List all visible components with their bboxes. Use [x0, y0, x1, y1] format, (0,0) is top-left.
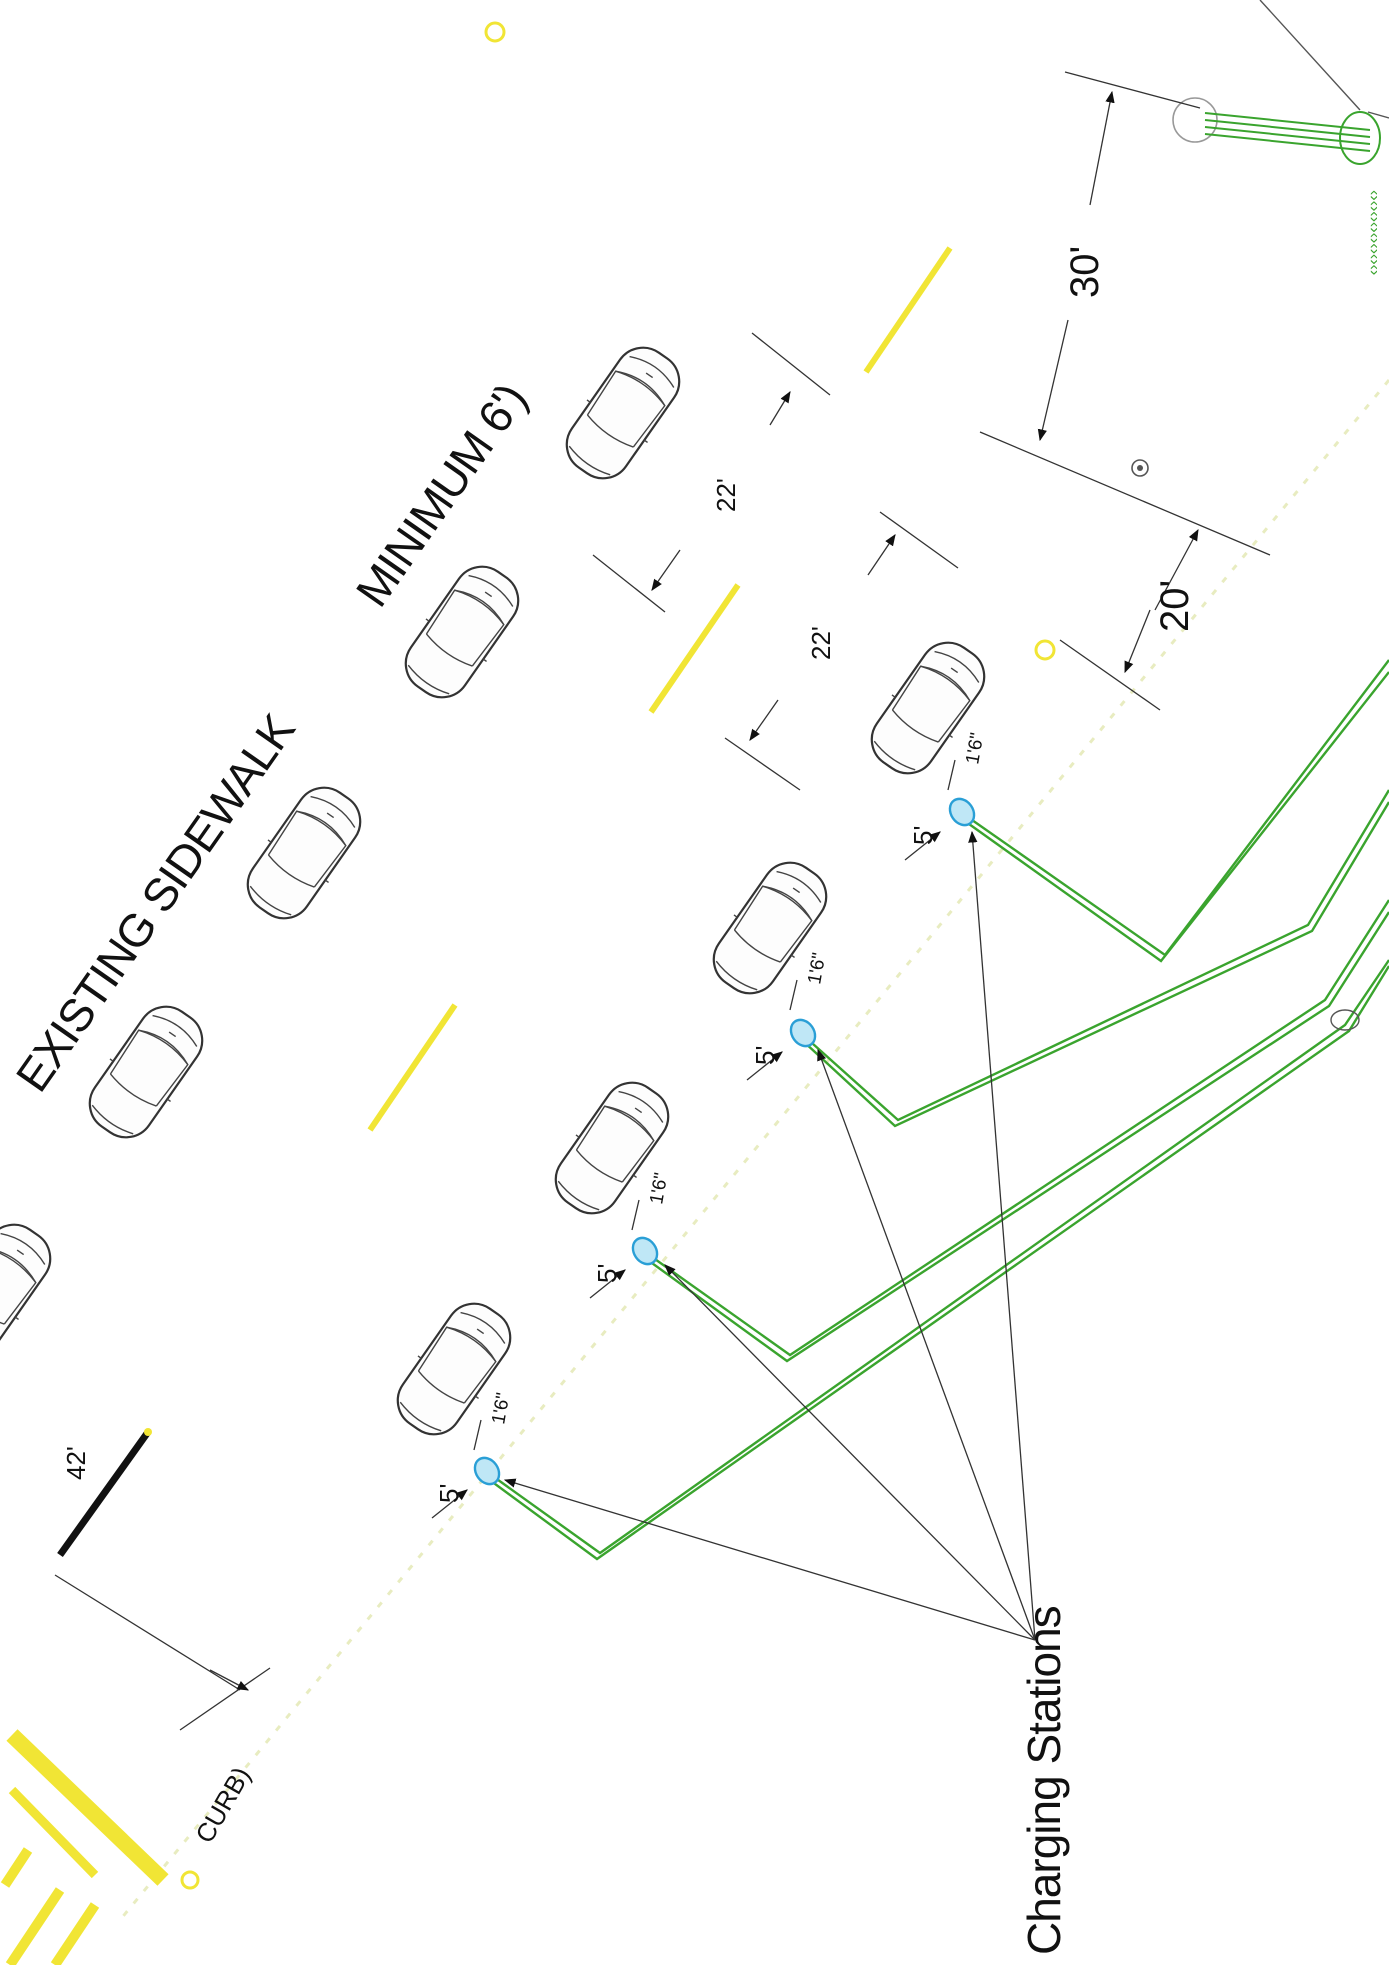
dimension-22-lower: 22': [806, 626, 836, 660]
dimension-42: 42': [61, 1446, 91, 1480]
dimension-22-top: 22': [711, 478, 741, 512]
dimension-1-6-b: 1'6": [804, 951, 830, 986]
yellow-striping: [0, 21, 1056, 1965]
conduit-runs: [486, 459, 1389, 1561]
charging-station: [631, 1236, 659, 1266]
parked-car: [0, 1210, 66, 1370]
dimension-1-6-c: 1'6": [646, 1171, 672, 1206]
dimension-30: 30': [1063, 246, 1107, 298]
dimension-1-6-d: 1'6": [488, 1391, 514, 1426]
dimension-5-d: 5': [434, 1484, 464, 1503]
green-annotation: ‹›‹›‹›‹›‹›‹›‹›‹›: [1365, 190, 1382, 275]
charging-station: [789, 1018, 817, 1048]
dimension-lines: [54, 71, 1271, 1731]
dimension-1-6-a: 1'6": [962, 731, 988, 766]
leader-lines: [503, 830, 1036, 1641]
parked-car: [551, 333, 695, 493]
charging-stations-label: Charging Stations: [1018, 1606, 1070, 1955]
charging-station: [473, 1456, 501, 1486]
dimension-20: 20': [1153, 580, 1197, 632]
road-edge: [118, 379, 1389, 1921]
curb-label: CURB): [189, 1762, 256, 1848]
dimension-5-b: 5': [750, 1046, 780, 1065]
dimension-5-a: 5': [908, 826, 938, 845]
light-pole: [1172, 0, 1389, 165]
charging-station: [948, 797, 976, 827]
svg-text:‹›‹›‹›‹›‹›‹›‹›‹›: ‹›‹›‹›‹›‹›‹›‹›‹›: [1365, 190, 1382, 275]
dimension-5-c: 5': [592, 1264, 622, 1283]
